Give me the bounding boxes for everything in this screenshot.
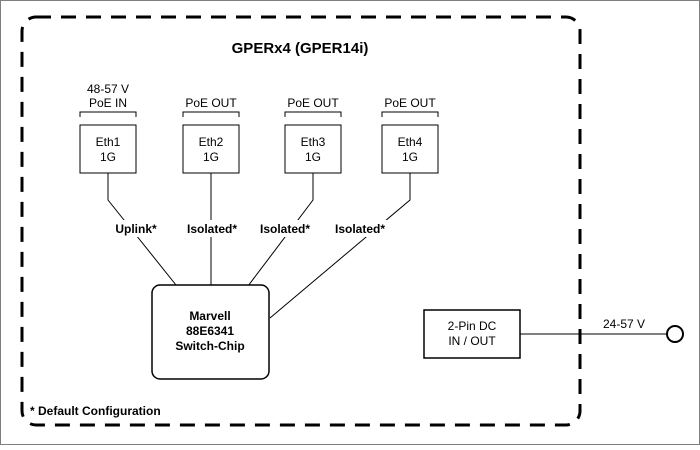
- port-box: [284, 124, 342, 174]
- port-eth1: 48-57 V PoE IN Eth1 1G: [79, 82, 137, 174]
- link-label-eth4: Isolated*: [335, 222, 385, 236]
- dc-terminal-icon: [666, 325, 684, 343]
- link-label-eth3: Isolated*: [260, 222, 310, 236]
- link-label-bg: [110, 220, 162, 237]
- device-title: GPERx4 (GPER14i): [232, 40, 369, 57]
- port-eth4: PoE OUT Eth4 1G: [381, 96, 439, 174]
- port-speed: 1G: [305, 150, 321, 164]
- link-label-bg: [331, 220, 389, 237]
- switch-chip-line3: Switch-Chip: [175, 339, 244, 353]
- port-caption-line2: PoE OUT: [287, 96, 339, 110]
- port-speed: 1G: [402, 150, 418, 164]
- port-name: Eth1: [96, 135, 121, 149]
- port-eth3: PoE OUT Eth3 1G: [284, 96, 342, 174]
- link-label-eth2: Isolated*: [187, 222, 237, 236]
- footnote: * Default Configuration: [30, 404, 161, 418]
- port-caption-line1: 48-57 V: [87, 82, 129, 96]
- port-caption-bracket: [79, 111, 137, 117]
- switch-chip-line1: Marvell: [189, 309, 230, 323]
- dc-input-box: [423, 309, 521, 359]
- link-eth4: [269, 173, 411, 319]
- port-caption-line2: PoE OUT: [384, 96, 436, 110]
- port-name: Eth2: [199, 135, 224, 149]
- switch-chip-box: [151, 284, 270, 380]
- link-eth3: [244, 173, 314, 291]
- port-box: [182, 124, 240, 174]
- port-caption-bracket: [381, 111, 439, 117]
- dc-input-voltage: 24-57 V: [603, 317, 645, 331]
- link-label-bg: [183, 220, 241, 237]
- dc-input: 2-Pin DC IN / OUT 24-57 V: [423, 309, 684, 359]
- port-name: Eth3: [301, 135, 326, 149]
- dc-input-line2: IN / OUT: [448, 334, 496, 348]
- port-box: [79, 124, 137, 174]
- port-speed: 1G: [203, 150, 219, 164]
- port-name: Eth4: [398, 135, 423, 149]
- port-caption-line2: PoE OUT: [185, 96, 237, 110]
- port-caption-bracket: [182, 111, 240, 117]
- link-eth1: [107, 173, 181, 291]
- port-eth2: PoE OUT Eth2 1G: [182, 96, 240, 174]
- dc-input-line1: 2-Pin DC: [448, 319, 497, 333]
- link-label-eth1: Uplink*: [115, 222, 157, 236]
- device-boundary: [20, 15, 582, 427]
- switch-chip-line2: 88E6341: [186, 324, 234, 338]
- port-speed: 1G: [100, 150, 116, 164]
- link-label-bg: [256, 220, 314, 237]
- port-box: [381, 124, 439, 174]
- switch-chip: Marvell 88E6341 Switch-Chip: [151, 284, 270, 380]
- port-caption-line2: PoE IN: [89, 96, 127, 110]
- port-caption-bracket: [284, 111, 342, 117]
